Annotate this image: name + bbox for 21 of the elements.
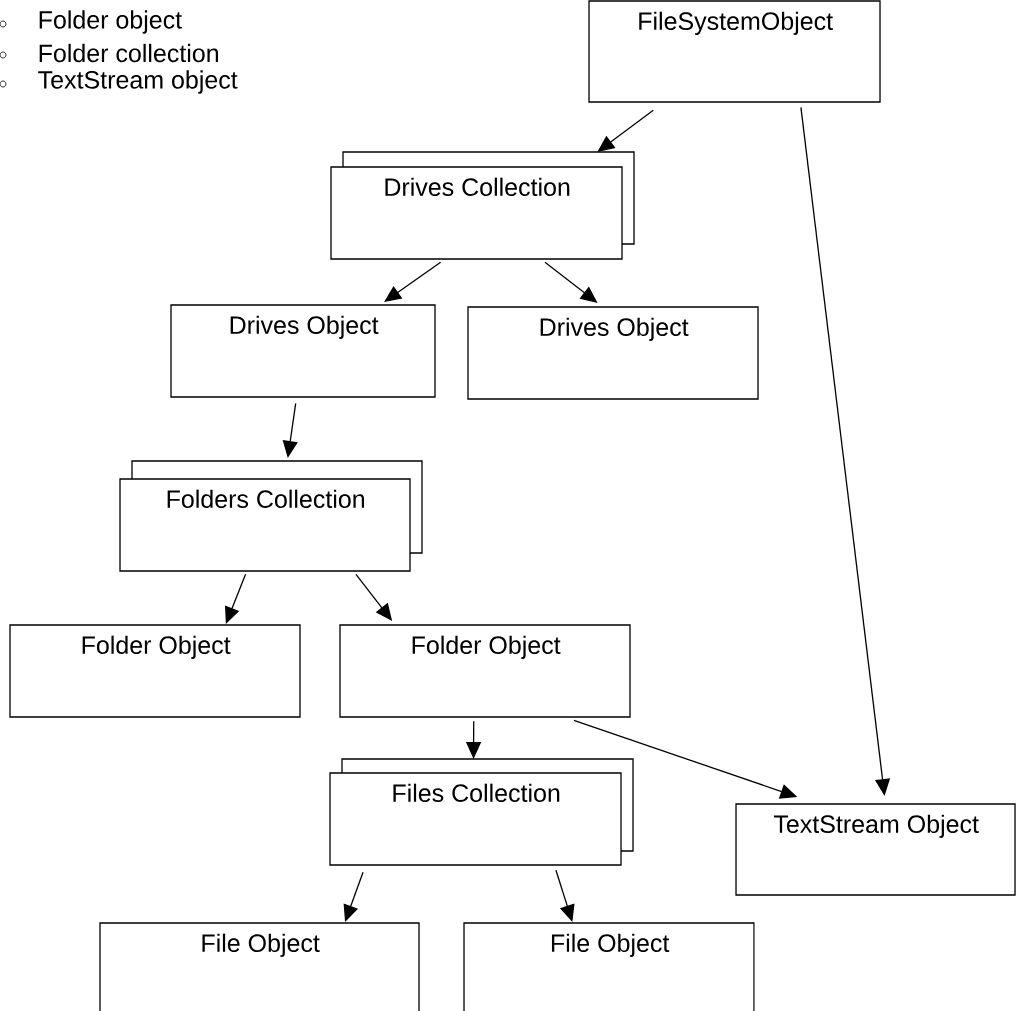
arrow: [384, 261, 442, 302]
list-item: TextStream object: [38, 70, 238, 94]
arrow: [800, 106, 891, 796]
arrow: [597, 109, 654, 152]
stacked-box: Files Collection: [329, 758, 634, 866]
list-item: Folder collection: [39, 43, 218, 63]
stacked-box: Folders Collection: [119, 460, 423, 572]
process-box: File Object: [463, 922, 755, 1011]
process-box: FileSystemObject: [588, 0, 881, 103]
arrow: [225, 573, 247, 624]
arrow: [282, 402, 298, 458]
arrow: [555, 869, 575, 922]
arrow: [343, 871, 364, 922]
process-box: File Object: [99, 922, 420, 1011]
process-box: Folder Object: [9, 624, 301, 718]
stacked-box: Drives Collection: [330, 151, 635, 260]
process-box: TextStream Object: [735, 803, 1016, 896]
list-item: Folder object: [39, 10, 182, 34]
process-box: Drives Object: [467, 306, 759, 400]
process-box: Folder Object: [339, 624, 631, 718]
process-box: Drives Object: [170, 304, 436, 398]
